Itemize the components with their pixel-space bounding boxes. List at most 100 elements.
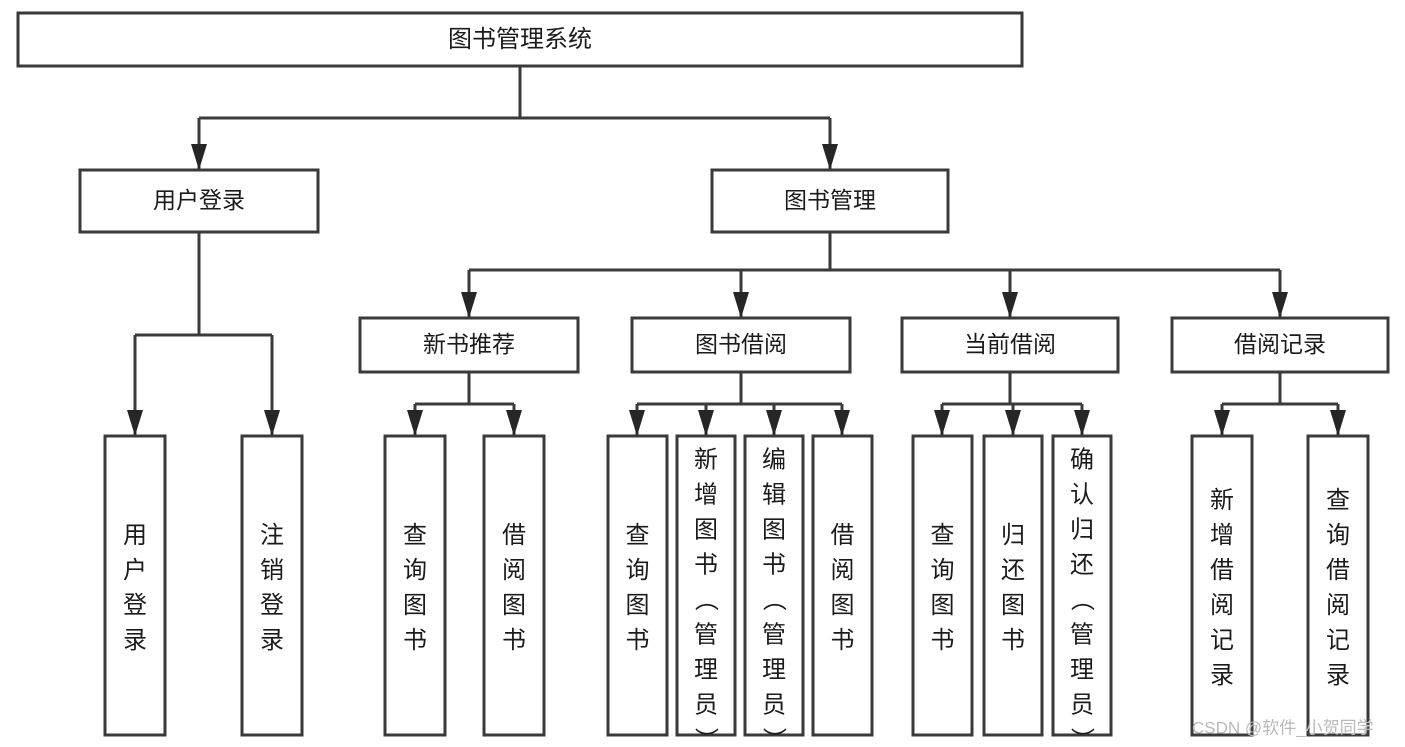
node-book-borrow[interactable]: 图书借阅: [630, 316, 852, 374]
node-box-leaf-borrow-book-recommend[interactable]: [482, 434, 546, 737]
node-leaf-logout-char: 注: [260, 522, 284, 549]
node-box-leaf-logout[interactable]: [240, 434, 304, 737]
arrow-down-icon: [766, 410, 782, 436]
node-leaf-borrow-book-recommend-char: 借: [502, 522, 526, 549]
node-leaf-query-book-recommend-char: 查: [403, 522, 427, 549]
arrow-down-icon: [461, 292, 477, 318]
node-box-leaf-query-borrow-record[interactable]: [1306, 434, 1370, 737]
node-box-leaf-add-borrow-record[interactable]: [1190, 434, 1254, 737]
arrow-down-icon: [629, 410, 645, 436]
arrow-down-icon: [698, 410, 714, 436]
connector-layer: [127, 66, 1346, 436]
node-leaf-user-login-char: 录: [123, 627, 147, 654]
node-leaf-query-book-recommend-char: 书: [403, 627, 427, 654]
node-box-root[interactable]: [16, 11, 1024, 68]
node-leaf-confirm-return-admin-char: 确: [1070, 446, 1094, 473]
node-box-book-management[interactable]: [710, 168, 950, 234]
node-leaf-add-book-admin-char: 员: [694, 691, 718, 718]
node-leaf-edit-book-admin-char: 书: [762, 551, 786, 578]
node-label-current-borrow: 当前借阅: [964, 331, 1056, 357]
arrow-down-icon: [934, 410, 950, 436]
node-leaf-confirm-return-admin-char: 员: [1070, 691, 1094, 718]
node-current-borrow[interactable]: 当前借阅: [900, 316, 1120, 374]
node-user-login[interactable]: 用户登录: [78, 168, 320, 234]
node-leaf-query-borrow-record-char: 阅: [1326, 592, 1350, 619]
csdn-watermark: CSDN @软件_小贺同学: [1192, 718, 1374, 737]
node-box-leaf-borrow-book[interactable]: [811, 434, 874, 737]
node-box-current-borrow[interactable]: [900, 316, 1120, 374]
arrow-down-icon: [822, 144, 838, 170]
node-new-book-recommend[interactable]: 新书推荐: [358, 316, 580, 374]
node-box-borrow-record[interactable]: [1170, 316, 1390, 374]
connector-group-userlogin-to-leaves: [127, 232, 280, 436]
node-box-leaf-return-book[interactable]: [982, 434, 1044, 737]
node-leaf-user-login-char: 户: [123, 557, 147, 584]
node-leaf-return-book-char: 归: [1001, 522, 1025, 549]
node-leaf-edit-book-admin-char: ）: [760, 727, 787, 747]
node-leaf-edit-book-admin-char: 管: [762, 621, 786, 648]
node-leaf-add-borrow-record-char: 新: [1210, 487, 1234, 514]
node-label-book-management: 图书管理: [784, 187, 876, 213]
connector-group-record-to-leaves: [1214, 372, 1346, 436]
node-leaf-borrow-book-char: 阅: [831, 557, 855, 584]
node-leaf-return-book-char: 书: [1001, 627, 1025, 654]
node-leaf-borrow-book-recommend-char: 书: [502, 627, 526, 654]
node-leaf-borrow-book-char: 图: [831, 592, 855, 619]
arrow-down-icon: [191, 144, 207, 170]
arrow-down-icon: [506, 410, 522, 436]
node-box-new-book-recommend[interactable]: [358, 316, 580, 374]
node-box-leaf-add-book-admin[interactable]: [675, 434, 737, 737]
node-box-leaf-query-book-current[interactable]: [911, 434, 974, 737]
node-box-leaf-confirm-return-admin[interactable]: [1051, 434, 1113, 737]
node-leaf-edit-book-admin-char: （: [760, 587, 787, 611]
node-leaf-confirm-return-admin-char: 认: [1070, 481, 1094, 508]
node-leaf-confirm-return-admin-char: ）: [1068, 727, 1095, 747]
node-book-management[interactable]: 图书管理: [710, 168, 950, 234]
arrow-down-icon: [1002, 292, 1018, 318]
node-leaf-user-login-char: 用: [123, 522, 147, 549]
node-leaf-query-book-current-char: 书: [931, 627, 955, 654]
node-leaf-confirm-return-admin-char: （: [1068, 587, 1095, 611]
node-leaf-add-borrow-record-char: 记: [1210, 627, 1234, 654]
connector-group-bookmgmt-to-level3: [461, 232, 1288, 318]
node-leaf-return-book-char: 还: [1001, 557, 1025, 584]
node-borrow-record[interactable]: 借阅记录: [1170, 316, 1390, 374]
node-leaf-edit-book-admin-char: 图: [762, 516, 786, 543]
node-label-new-book-recommend: 新书推荐: [423, 331, 515, 357]
node-box-leaf-query-book-borrow[interactable]: [606, 434, 669, 737]
node-leaf-query-book-borrow-char: 书: [626, 627, 650, 654]
node-box-leaf-query-book-recommend[interactable]: [383, 434, 447, 737]
arrow-down-icon: [407, 410, 423, 436]
node-root[interactable]: 图书管理系统: [16, 11, 1024, 68]
node-leaf-query-book-current-char: 询: [931, 557, 955, 584]
node-box-leaf-edit-book-admin[interactable]: [743, 434, 805, 737]
node-leaf-query-borrow-record-char: 查: [1326, 487, 1350, 514]
node-leaf-query-book-borrow-char: 询: [626, 557, 650, 584]
node-box-leaf-user-login[interactable]: [103, 434, 167, 737]
node-box-book-borrow[interactable]: [630, 316, 852, 374]
arrow-down-icon: [1074, 410, 1090, 436]
node-leaf-add-book-admin-char: ）: [692, 727, 719, 747]
node-label-borrow-record: 借阅记录: [1234, 331, 1326, 357]
node-box-user-login[interactable]: [78, 168, 320, 234]
node-leaf-user-login[interactable]: 用户登录: [103, 434, 167, 737]
node-label-root: 图书管理系统: [448, 26, 592, 53]
